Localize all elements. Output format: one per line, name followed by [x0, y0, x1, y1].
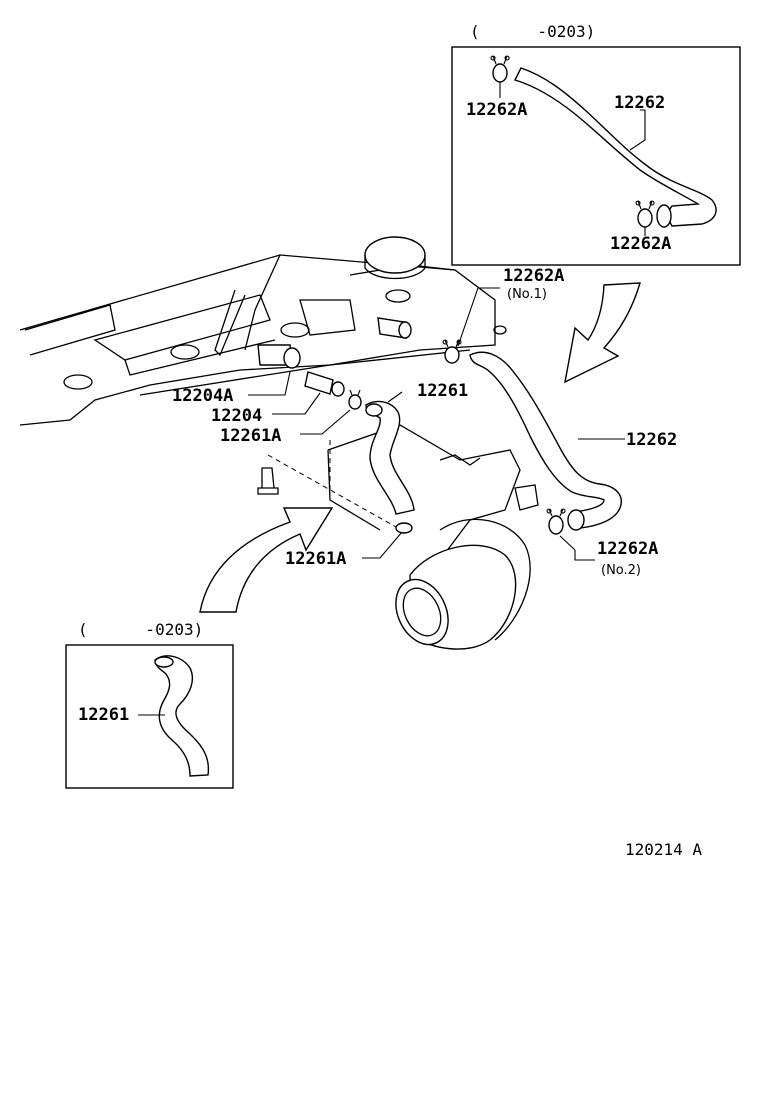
inset-bottom-range: ( -0203) — [78, 620, 203, 639]
inset-top-clamp-upper-label: 12262A — [466, 100, 527, 120]
clamp-12261a-lower — [395, 522, 413, 534]
inset-top-clamp-upper — [492, 63, 508, 83]
hose-12261 — [365, 400, 415, 515]
inset-top — [451, 46, 741, 266]
inset-top-hose-end — [656, 204, 672, 228]
clamp-no2-label: 12262A — [597, 539, 658, 559]
inset-bottom — [65, 644, 234, 789]
pcv-valve — [304, 371, 334, 395]
hose-12261-label: 12261 — [417, 381, 468, 401]
oil-filler-cap — [364, 236, 426, 274]
pcv-grommet — [283, 347, 301, 369]
hose-12261-end — [365, 403, 383, 417]
throttle-body — [257, 424, 539, 650]
hose-12262-label: 12262 — [626, 430, 677, 450]
inset-top-range: ( -0203) — [470, 22, 595, 41]
inset-bottom-frame — [65, 644, 234, 789]
inset-bottom-hose-label: 12261 — [78, 705, 129, 725]
throttle-intake-opening — [395, 578, 449, 646]
arrow-from-inset-top — [564, 282, 641, 384]
inset-top-clamp-lower-label: 12262A — [610, 234, 671, 254]
inset-bottom-hose-outline — [154, 655, 210, 777]
arrow-from-inset-bottom — [199, 507, 334, 613]
clamp-no2 — [546, 508, 566, 535]
inset-top-frame — [451, 46, 741, 266]
diagram-code: 120214 A — [625, 840, 702, 859]
clamp-12261a-upper — [348, 389, 362, 410]
clamp-no1-label: 12262A — [503, 266, 564, 286]
hose-12262 — [469, 351, 622, 529]
engine-valve-cover — [19, 236, 507, 426]
clamp-no1 — [442, 339, 462, 364]
clamp-no1-note: (No.1) — [507, 287, 547, 302]
hose-12262-end — [567, 509, 585, 531]
pcv-valve-label: 12204 — [211, 406, 262, 426]
clamp-no2-note: (No.2) — [601, 563, 641, 578]
clamp-12261a-lower-label: 12261A — [285, 549, 346, 569]
inset-top-hose-outline — [514, 67, 717, 227]
inset-top-hose-label: 12262 — [614, 93, 665, 113]
clamp-12261a-upper-label: 12261A — [220, 426, 281, 446]
inset-top-clamp-lower — [637, 208, 653, 228]
pcv-grommet-label: 12204A — [172, 386, 233, 406]
